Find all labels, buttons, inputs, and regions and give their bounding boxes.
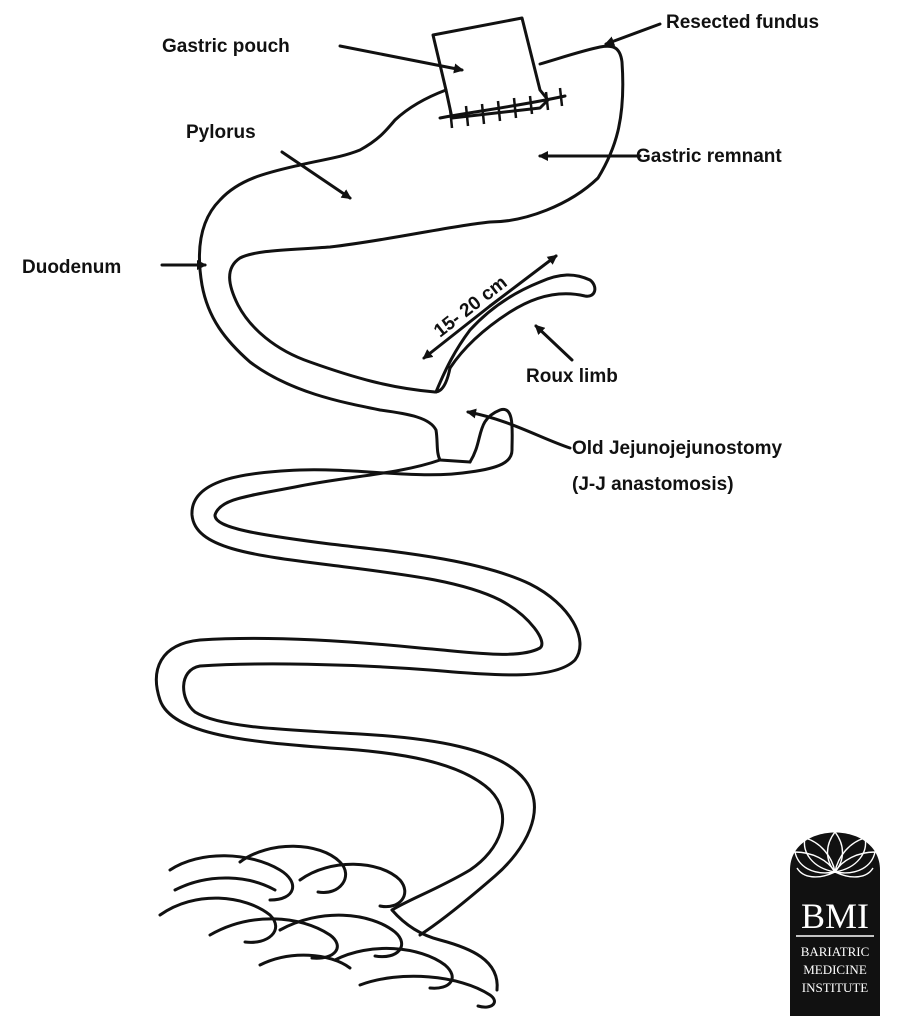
pylorus-arrow (282, 152, 350, 198)
logo-line2: MEDICINE (803, 962, 867, 977)
jj-anastomosis-arrow (468, 412, 570, 448)
jejunum-outline-outer (156, 409, 542, 910)
bmi-logo: BMI BARIATRIC MEDICINE INSTITUTE (790, 832, 880, 1016)
label-gastric-remnant: Gastric remnant (636, 146, 782, 167)
small-bowel-loops (160, 846, 497, 1007)
roux-limb-arrow (536, 326, 572, 360)
label-jj-line2: (J-J anastomosis) (572, 474, 734, 495)
logo-initials: BMI (801, 896, 869, 936)
label-resected-fundus: Resected fundus (666, 12, 819, 33)
label-roux-limb: Roux limb (526, 366, 618, 387)
gastric-pouch-arrow (340, 46, 462, 70)
label-pylorus: Pylorus (186, 122, 256, 143)
label-gastric-pouch: Gastric pouch (162, 36, 290, 57)
resected-fundus-arrow (606, 24, 660, 44)
logo-line3: INSTITUTE (802, 980, 868, 995)
logo-line1: BARIATRIC (801, 944, 870, 959)
label-duodenum: Duodenum (22, 257, 121, 278)
jejunum-outline-inner (184, 460, 580, 935)
stomach-upper-outline (199, 90, 470, 462)
label-jj-line1: Old Jejunojejunostomy (572, 438, 783, 459)
